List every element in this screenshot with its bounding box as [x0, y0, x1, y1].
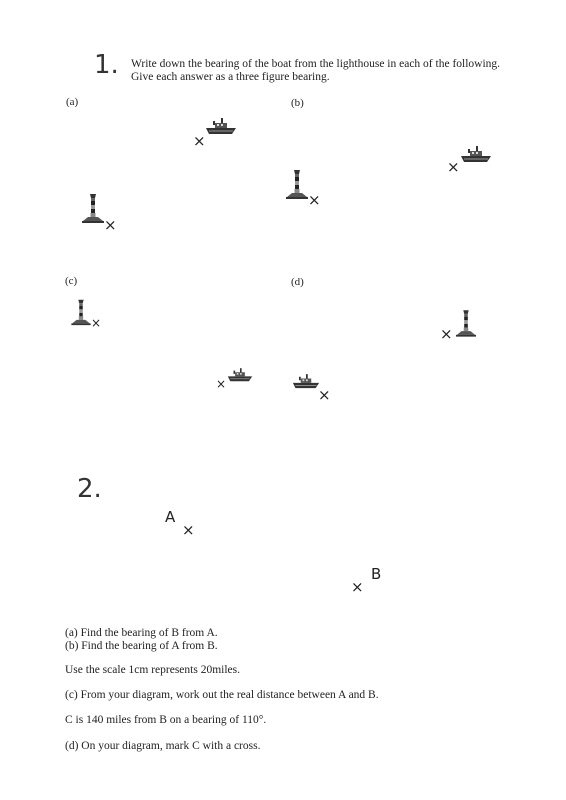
question-2-number: 2. — [77, 474, 102, 504]
point-b-cross: × — [351, 578, 364, 596]
lighthouse-icon — [82, 192, 104, 224]
cross-mark: × — [447, 158, 460, 176]
question-1-number: 1. — [94, 50, 119, 80]
part-a-label: (a) — [66, 96, 79, 108]
instruction-line-1: Write down the bearing of the boat from … — [131, 58, 501, 70]
q2-point-c-note: C is 140 miles from B on a bearing of 11… — [65, 714, 267, 726]
part-b-label: (b) — [291, 97, 304, 109]
lighthouse-icon — [71, 298, 91, 326]
question-1-instruction: Write down the bearing of the boat from … — [131, 58, 500, 84]
cross-mark: × — [104, 216, 117, 234]
boat-icon — [227, 367, 253, 384]
cross-mark: × — [216, 377, 227, 391]
lighthouse-icon — [456, 306, 476, 340]
point-b-label: B — [371, 565, 382, 583]
cross-mark: × — [318, 386, 331, 404]
point-a-cross: × — [182, 521, 195, 539]
boat-icon — [205, 117, 237, 137]
cross-mark: × — [308, 191, 321, 209]
cross-mark: × — [440, 325, 453, 343]
boat-icon — [460, 145, 492, 165]
instruction-line-2: Give each answer as a three figure beari… — [131, 71, 330, 83]
q2-part-a: (a) Find the bearing of B from A. — [65, 627, 218, 639]
q2-part-b: (b) Find the bearing of A from B. — [65, 640, 218, 652]
lighthouse-icon — [286, 168, 308, 200]
point-a-label: A — [165, 508, 176, 526]
cross-mark: × — [91, 316, 102, 330]
q2-part-d: (d) On your diagram, mark C with a cross… — [65, 740, 261, 752]
boat-icon — [292, 373, 320, 391]
cross-mark: × — [193, 132, 206, 150]
q2-scale-note: Use the scale 1cm represents 20miles. — [65, 664, 240, 676]
part-d-label: (d) — [291, 276, 304, 288]
part-c-label: (c) — [65, 275, 78, 287]
q2-part-c: (c) From your diagram, work out the real… — [65, 689, 379, 701]
